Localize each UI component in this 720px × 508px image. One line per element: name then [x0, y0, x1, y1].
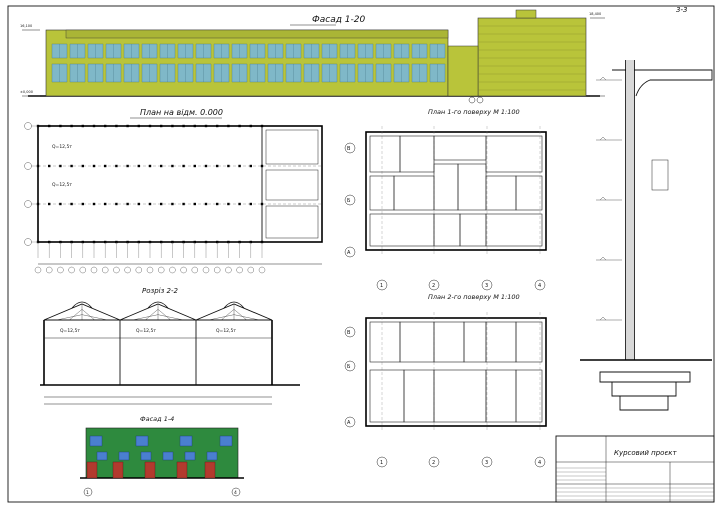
- svg-text:1: 1: [380, 283, 383, 289]
- plan-ground-outline: [37, 125, 323, 243]
- svg-text:4: 4: [538, 460, 541, 466]
- plan-floor1-outline: [365, 131, 547, 251]
- svg-text:В: В: [347, 146, 351, 152]
- svg-text:16,100: 16,100: [20, 24, 32, 28]
- title-block: Курсовий проєкт: [555, 435, 715, 503]
- svg-text:4: 4: [234, 490, 237, 496]
- facade-side-axis-4: [231, 487, 241, 497]
- section-3-3: 3-3: [580, 6, 713, 411]
- plan-crane-label-2: Q=12,5т: [52, 182, 72, 188]
- section-crane-label-1: Q=12,5т: [60, 328, 80, 334]
- plan-crane-label-1: Q=12,5т: [52, 144, 72, 150]
- svg-text:1: 1: [86, 490, 89, 496]
- floor2-col-axes: 1 2 3 4: [376, 456, 546, 468]
- section-crane-label-3: Q=12,5т: [216, 328, 236, 334]
- plan-floor-1: План 1-го поверху М 1:100: [365, 108, 547, 256]
- facade-side-title: Фасад 1-4: [140, 415, 174, 423]
- facade-main: Фасад 1-20 16,100 ±0,000 18,400: [20, 9, 605, 104]
- svg-text:18,400: 18,400: [589, 12, 601, 16]
- facade-tower-block: [477, 17, 587, 97]
- course-project-label: Курсовий проєкт: [614, 449, 678, 457]
- section-crane-label-2: Q=12,5т: [136, 328, 156, 334]
- plan-floor-2: План 2-го поверху М 1:100: [365, 293, 547, 432]
- svg-text:Б: Б: [347, 364, 351, 370]
- svg-text:А: А: [347, 420, 351, 426]
- plan-floor2-title: План 2-го поверху М 1:100: [428, 293, 520, 301]
- floor1-col-axes: 1 2 3 4: [376, 279, 546, 291]
- sheet-frame: [7, 5, 715, 503]
- facade-side-axis-1: [83, 487, 93, 497]
- svg-text:Б: Б: [347, 198, 351, 204]
- facade-main-wall: [45, 29, 449, 97]
- section-22-title: Розріз 2-2: [142, 287, 179, 295]
- svg-text:3: 3: [485, 283, 488, 289]
- facade-main-title: Фасад 1-20: [312, 15, 366, 25]
- svg-text:2: 2: [432, 283, 435, 289]
- facade-side: Фасад 1-4 1 4: [80, 415, 244, 497]
- plan-ground: План на відм. 0.000 Q=12,5т Q=12,5т: [24, 108, 323, 274]
- svg-text:±0,000: ±0,000: [20, 90, 33, 94]
- facade-glazing: [51, 43, 446, 83]
- svg-text:А: А: [347, 250, 351, 256]
- svg-text:1: 1: [380, 460, 383, 466]
- svg-text:В: В: [347, 330, 351, 336]
- plan-floor2-outline: [365, 317, 547, 427]
- section-2-2: Розріз 2-2 Q=12,5т Q=12,5т Q=12,5т: [40, 287, 300, 405]
- section-33-title: 3-3: [676, 6, 687, 14]
- svg-text:4: 4: [538, 283, 541, 289]
- plan-floor1-title: План 1-го поверху М 1:100: [428, 108, 520, 116]
- svg-text:2: 2: [432, 460, 435, 466]
- row-axes: В Б А В Б А: [344, 142, 356, 428]
- plan-ground-title: План на відм. 0.000: [140, 108, 223, 117]
- svg-text:3: 3: [485, 460, 488, 466]
